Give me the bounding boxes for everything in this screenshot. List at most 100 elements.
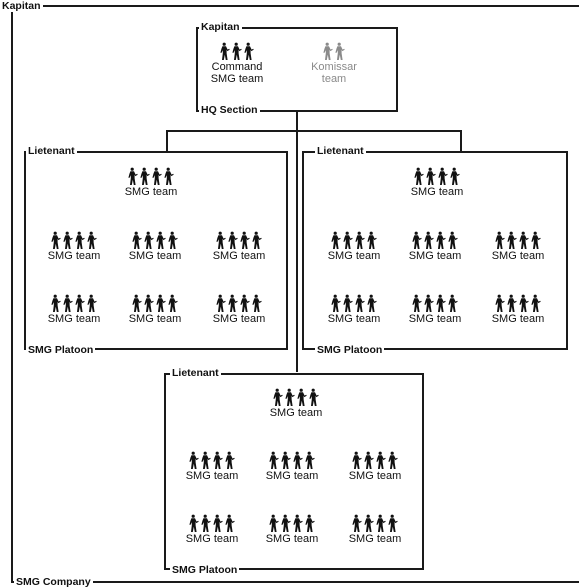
soldier-icon (309, 388, 319, 406)
company-top-label: Kapitan (0, 0, 43, 12)
smg-team: SMG team (252, 514, 332, 545)
soldier-icon (294, 42, 374, 60)
soldier-icon (168, 294, 178, 312)
soldier-icon (273, 388, 283, 406)
soldier-icon (225, 514, 235, 532)
soldier-icon (63, 231, 73, 249)
soldier-icon (426, 167, 436, 185)
soldier-icon (367, 231, 377, 249)
soldier-icon (189, 451, 199, 469)
smg-team: SMG team (397, 167, 477, 198)
soldier-icon (364, 451, 374, 469)
soldier-icon (388, 514, 398, 532)
soldier-icon (281, 451, 291, 469)
soldier-icon (397, 167, 477, 185)
soldier-icon (388, 451, 398, 469)
smg-team: SMG team (172, 451, 252, 482)
soldier-icon (201, 451, 211, 469)
soldier-icon (424, 231, 434, 249)
command-team-label: Command SMG team (210, 61, 264, 85)
smg-team: SMG team (395, 294, 475, 325)
soldier-icon (285, 388, 295, 406)
smg-team: SMG team (335, 451, 415, 482)
platoon-bottom-top-label: Lietenant (170, 367, 221, 379)
soldier-icon (197, 42, 277, 60)
soldier-icon (156, 231, 166, 249)
soldier-icon (87, 231, 97, 249)
soldier-icon (414, 167, 424, 185)
soldier-icon (507, 294, 517, 312)
soldier-icon (438, 167, 448, 185)
platoon-box-right (302, 151, 568, 350)
right-platoon-connector (460, 130, 462, 151)
smg-team: SMG team (115, 231, 195, 262)
soldier-icon (269, 451, 279, 469)
soldier-icon (281, 514, 291, 532)
smg-team: SMG team (395, 231, 475, 262)
soldier-icon (297, 388, 307, 406)
platoon-box-left (24, 151, 288, 350)
soldier-icon (412, 294, 422, 312)
soldier-icon (293, 451, 303, 469)
soldier-icon (216, 294, 226, 312)
smg-team: SMG team (34, 231, 114, 262)
soldier-icon (305, 514, 315, 532)
soldier-icon (478, 231, 558, 249)
left-platoon-connector (166, 130, 168, 151)
soldier-icon (115, 294, 195, 312)
soldier-icon (335, 514, 415, 532)
soldier-icon (519, 231, 529, 249)
platoon-bottom-bottom-label: SMG Platoon (170, 564, 240, 576)
soldier-icon (531, 294, 541, 312)
soldier-icon (240, 231, 250, 249)
soldier-icon (228, 294, 238, 312)
soldier-icon (314, 231, 394, 249)
soldier-icon (111, 167, 191, 185)
soldier-icon (213, 451, 223, 469)
hq-section-box (196, 27, 398, 112)
soldier-icon (395, 294, 475, 312)
soldier-icon (172, 451, 252, 469)
smg-team: SMG team (335, 514, 415, 545)
soldier-icon (216, 231, 226, 249)
company-bottom-label: SMG Company (14, 576, 93, 588)
soldier-icon (199, 294, 279, 312)
soldier-icon (412, 231, 422, 249)
soldier-icon (232, 42, 242, 60)
platoon-left-bottom-label: SMG Platoon (26, 344, 96, 356)
soldier-icon (51, 294, 61, 312)
soldier-icon (132, 231, 142, 249)
soldier-icon (144, 231, 154, 249)
soldier-icon (376, 451, 386, 469)
soldier-icon (225, 451, 235, 469)
soldier-icon (144, 294, 154, 312)
soldier-icon (367, 294, 377, 312)
soldier-icon (352, 514, 362, 532)
soldier-icon (51, 231, 61, 249)
soldier-icon (252, 231, 262, 249)
komissar-team: Komissar team (294, 42, 374, 85)
soldier-icon (164, 167, 174, 185)
soldier-icon (448, 231, 458, 249)
hq-top-label: Kapitan (199, 21, 242, 33)
soldier-icon (436, 231, 446, 249)
soldier-icon (335, 451, 415, 469)
soldier-icon (355, 231, 365, 249)
soldier-icon (343, 231, 353, 249)
soldier-icon (335, 42, 345, 60)
soldier-icon (323, 42, 333, 60)
soldier-icon (305, 451, 315, 469)
soldier-icon (172, 514, 252, 532)
company-frame (11, 5, 579, 583)
soldier-icon (75, 231, 85, 249)
soldier-icon (132, 294, 142, 312)
hq-bottom-label: HQ Section (199, 104, 260, 116)
soldier-icon (34, 294, 114, 312)
soldier-icon (75, 294, 85, 312)
smg-team: SMG team (478, 231, 558, 262)
soldier-icon (252, 514, 332, 532)
soldier-icon (352, 451, 362, 469)
soldier-icon (201, 514, 211, 532)
smg-team: SMG team (111, 167, 191, 198)
smg-team: SMG team (115, 294, 195, 325)
